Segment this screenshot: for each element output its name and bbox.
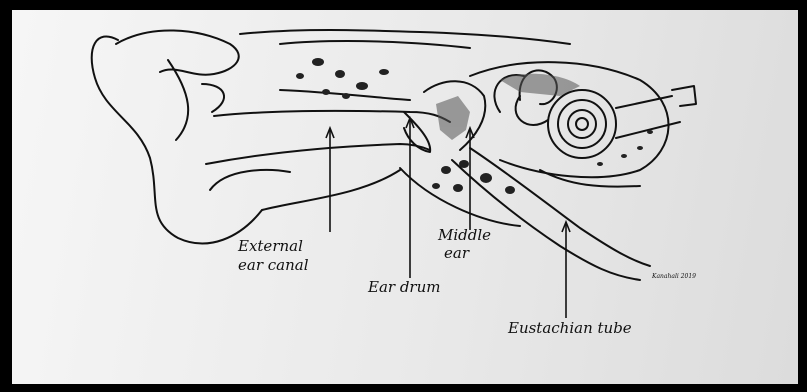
- bone-lower: [262, 170, 400, 210]
- nerve-end: [672, 86, 696, 106]
- middle-ear-shading: [436, 96, 470, 140]
- cochlea-center: [576, 118, 588, 130]
- label-middle-line2: ear: [444, 244, 470, 262]
- label-external-line2: ear canal: [238, 256, 309, 274]
- inner-lower-wall: [540, 170, 640, 187]
- ear-drum-shape: [404, 112, 430, 152]
- artist-signature: Kanahali 2019: [651, 273, 696, 280]
- cochlea-inner: [568, 110, 596, 138]
- canal-upper-wall: [214, 111, 450, 122]
- pinna-inner: [116, 30, 239, 74]
- skull-ridge: [280, 41, 470, 48]
- canal-lower-wall: [206, 144, 430, 164]
- label-eustachian-tube: Eustachian tube: [507, 319, 632, 337]
- label-middle-line1: Middle: [437, 226, 491, 244]
- bone-texture: [296, 58, 653, 194]
- cochlea-mid: [558, 100, 606, 148]
- eustachian-upper: [470, 148, 650, 266]
- label-external-line1: External: [237, 237, 303, 255]
- label-ear-drum: Ear drum: [367, 278, 441, 296]
- helix-curve: [202, 84, 224, 112]
- canal-lower-curve: [210, 170, 290, 190]
- nerve-lower: [616, 122, 680, 138]
- lower-bone-wall: [400, 168, 520, 226]
